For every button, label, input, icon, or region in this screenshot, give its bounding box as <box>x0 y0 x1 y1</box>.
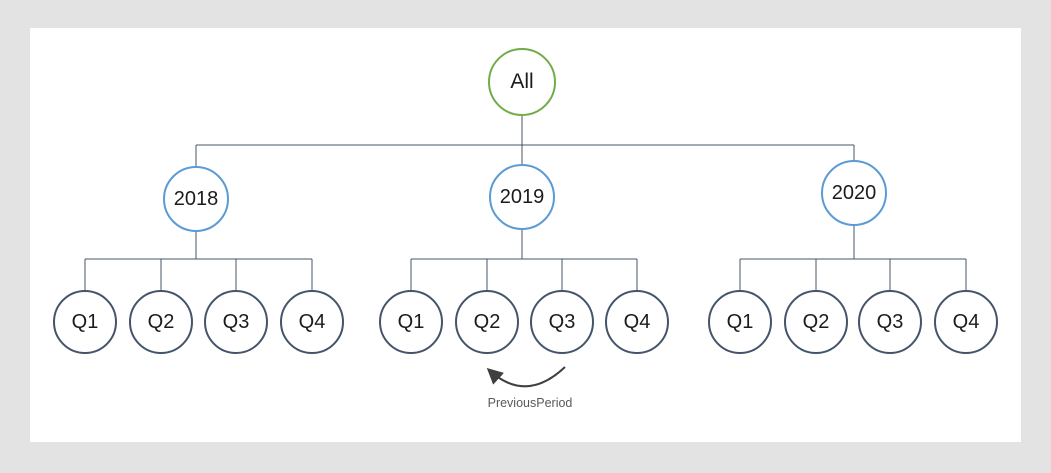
previous-period-arrow <box>486 366 566 388</box>
node-2020-q4-label: Q4 <box>952 310 980 333</box>
node-2019-q1: Q1 <box>379 290 443 354</box>
node-2019-q4-label: Q4 <box>623 310 651 333</box>
node-2018-q2-label: Q2 <box>147 310 175 333</box>
node-2018-q1-label: Q1 <box>71 310 99 333</box>
node-all-label: All <box>510 70 534 93</box>
node-2020-q2: Q2 <box>784 290 848 354</box>
node-2020-q4: Q4 <box>934 290 998 354</box>
node-2019-q3-label: Q3 <box>548 310 576 333</box>
previous-period-label: PreviousPeriod <box>487 396 573 410</box>
node-2020-q2-label: Q2 <box>802 310 830 333</box>
node-2018-q3-label: Q3 <box>222 310 250 333</box>
node-2019-q2: Q2 <box>455 290 519 354</box>
diagram-panel: All 2018 2019 2020 Q1 Q2 Q3 Q4 Q1 Q2 <box>30 28 1021 442</box>
node-2019-q4: Q4 <box>605 290 669 354</box>
node-2018-q1: Q1 <box>53 290 117 354</box>
node-2019-q1-label: Q1 <box>397 310 425 333</box>
node-2019-label: 2019 <box>499 185 545 208</box>
node-2018-label: 2018 <box>173 187 219 210</box>
node-2019-q3: Q3 <box>530 290 594 354</box>
node-2018-q4-label: Q4 <box>298 310 326 333</box>
node-2020-label: 2020 <box>831 181 877 204</box>
node-2020-q1: Q1 <box>708 290 772 354</box>
node-2018-q2: Q2 <box>129 290 193 354</box>
node-2018-q4: Q4 <box>280 290 344 354</box>
node-2020-q3-label: Q3 <box>876 310 904 333</box>
node-all: All <box>488 48 556 116</box>
node-2020-q3: Q3 <box>858 290 922 354</box>
node-2020: 2020 <box>821 160 887 226</box>
node-2018-q3: Q3 <box>204 290 268 354</box>
node-2019-q2-label: Q2 <box>473 310 501 333</box>
node-2020-q1-label: Q1 <box>726 310 754 333</box>
node-2019: 2019 <box>489 164 555 230</box>
node-2018: 2018 <box>163 166 229 232</box>
